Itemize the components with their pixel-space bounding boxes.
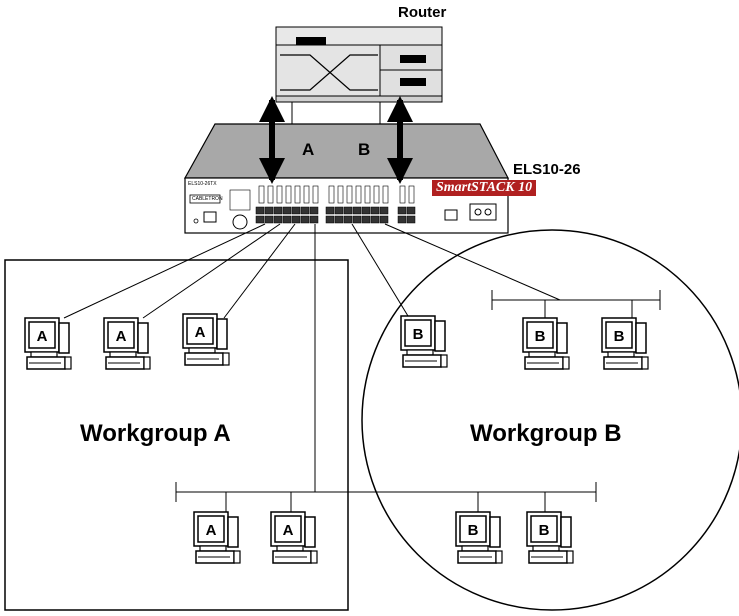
- computer-a2-label: A: [116, 328, 127, 345]
- switch-model-small: ELS10-26TX: [188, 181, 217, 187]
- switch-brand-logo: SmartSTACK 10: [432, 180, 537, 196]
- workgroup-b-boundary: [361, 229, 739, 611]
- router-label: Router: [398, 4, 447, 21]
- router: [275, 26, 443, 103]
- workgroup-a-label: Workgroup A: [80, 420, 231, 447]
- computer-b1-label: B: [413, 326, 424, 343]
- computer-b3: B: [601, 317, 649, 370]
- computer-a1-label: A: [37, 328, 48, 345]
- computer-a2: A: [103, 317, 151, 370]
- computer-a4-label: A: [206, 522, 217, 539]
- computer-a5: A: [270, 511, 318, 564]
- computer-b5: B: [526, 511, 574, 564]
- vlan-b-label: B: [358, 140, 371, 159]
- workgroup-a-boundary: [4, 259, 349, 611]
- computer-b2-label: B: [535, 328, 546, 345]
- vlan-b-uplink-arrow: [387, 96, 413, 184]
- computer-a3: A: [182, 313, 230, 366]
- computer-a4: A: [193, 511, 241, 564]
- computer-b4-label: B: [468, 522, 479, 539]
- computer-a1: A: [24, 317, 72, 370]
- computer-a3-label: A: [195, 324, 206, 341]
- computer-b1: B: [400, 315, 448, 368]
- computer-b4: B: [455, 511, 503, 564]
- computer-a5-label: A: [283, 522, 294, 539]
- computer-b5-label: B: [539, 522, 550, 539]
- switch-label: ELS10-26: [513, 161, 581, 178]
- computer-b3-label: B: [614, 328, 625, 345]
- switch: [183, 123, 509, 234]
- computer-b2: B: [522, 317, 570, 370]
- workgroup-b-label: Workgroup B: [470, 420, 622, 447]
- vlan-a-label: A: [302, 140, 315, 159]
- vlan-a-uplink-arrow: [259, 96, 285, 184]
- switch-vendor-small: CABLETRON: [192, 196, 223, 202]
